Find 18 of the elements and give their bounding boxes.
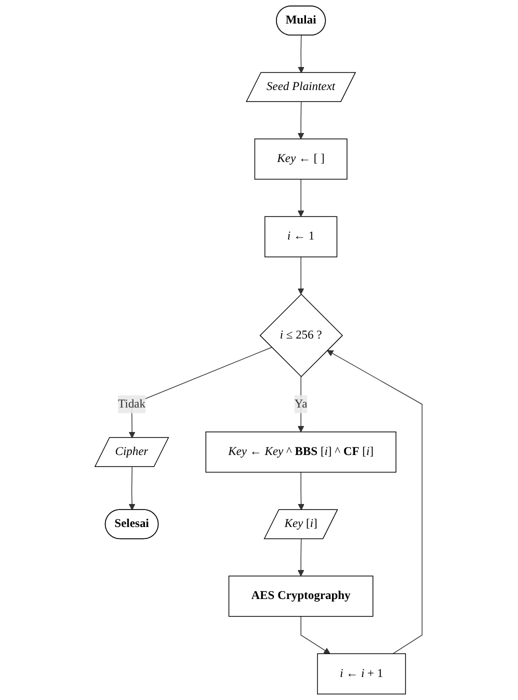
node-box: i ← 1 [264,216,338,258]
arrow [298,256,305,295]
arrow [298,102,305,140]
arrow [298,538,305,576]
node-box: Key ← [ ] [254,138,348,180]
arrow [300,616,331,654]
arrow [298,376,305,432]
node-box: AES Cryptography [228,576,374,617]
edge-label: Tidak [118,398,146,410]
node-box: i ← i + 1 [318,653,406,694]
edge-label: Ya [294,398,308,410]
arrow [327,350,423,654]
arrow [298,472,305,510]
arrow [298,35,305,74]
arrow [129,466,136,510]
node-box: Key ← Key ^ BBS [i] ^ CF [i] [206,432,397,473]
arrow [298,178,305,217]
node-diamond: i ≤ 256 ? [260,294,344,378]
